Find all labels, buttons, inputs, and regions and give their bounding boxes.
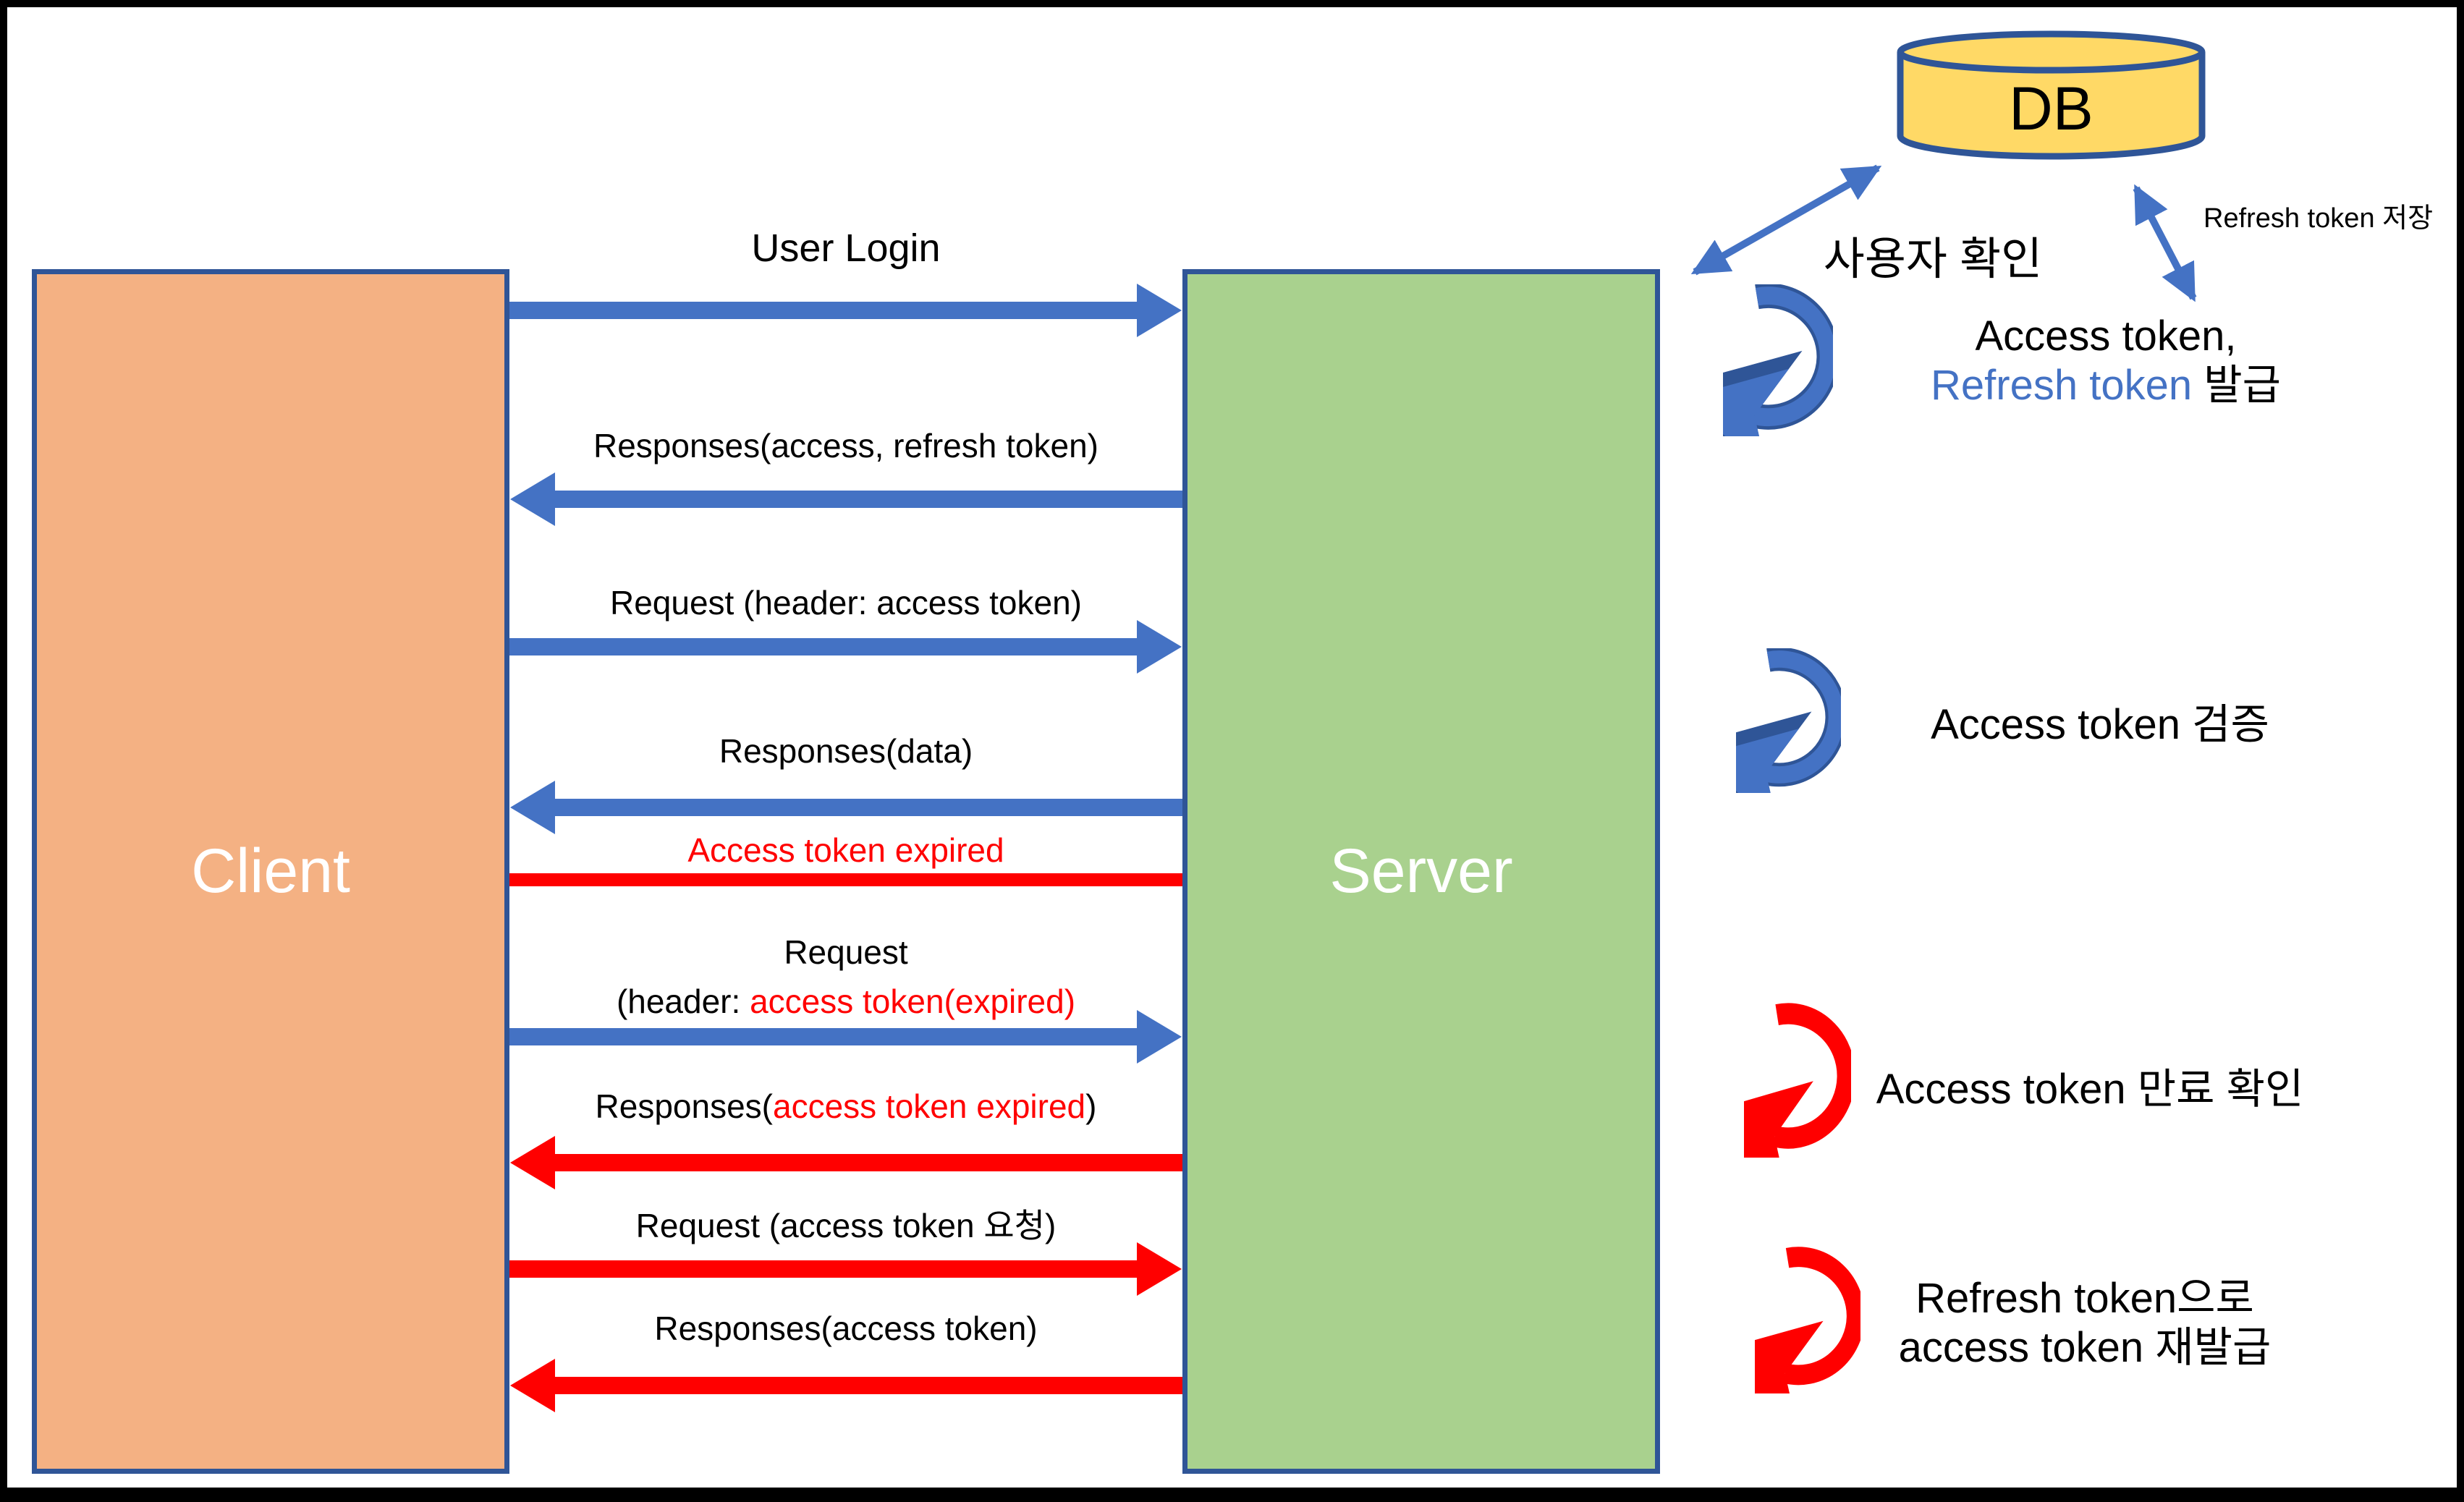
msg-resp-token-label: Responses(access token) [654, 1310, 1038, 1347]
msg-req-expired-line2: (header: access token(expired) [509, 980, 1182, 1023]
line-token-expired [509, 873, 1182, 886]
msg-resp-tokens-label: Responses(access, refresh token) [593, 427, 1098, 464]
arrow-resp-tokens [554, 491, 1182, 508]
loop-issue-tokens-icon [1723, 284, 1833, 436]
note-issue-tokens: Access token, Refresh token 발급 [1931, 312, 2281, 410]
arrow-req-token [509, 1260, 1138, 1278]
note-issue-line2-black: 발급 [2192, 362, 2281, 409]
arrow-resp-expired [554, 1154, 1182, 1171]
msg-req-expired-line1: Request [784, 933, 908, 971]
arrow-req-access [509, 638, 1138, 655]
msg-token-expired-label: Access token expired [687, 831, 1004, 869]
msg-req-expired-line2-red: access token(expired) [750, 983, 1076, 1020]
note-reissue-line1: Refresh token으로 [1915, 1275, 2254, 1322]
msg-user-login-label: User Login [751, 226, 941, 270]
db-node: DB [1897, 30, 2206, 161]
note-reissue-line2: access token 재발급 [1898, 1324, 2272, 1371]
msg-req-access-label: Request (header: access token) [609, 584, 1083, 621]
db-label: DB [2009, 75, 2093, 143]
note-issue-line2: Refresh token 발급 [1931, 361, 2281, 410]
arrow-req-expired [509, 1028, 1138, 1045]
server-node: Server [1182, 269, 1660, 1474]
note-refresh-store: Refresh token 저장 [2203, 203, 2434, 234]
arrow-resp-token [554, 1377, 1182, 1394]
db-cylinder-shape [1897, 30, 2206, 160]
loop-expire-check-icon [1744, 1003, 1851, 1158]
client-label: Client [191, 836, 350, 906]
note-issue-line1: Access token, [1975, 313, 2237, 360]
loop-verify-token-icon [1736, 648, 1841, 793]
msg-resp-expired-red: access token expired [772, 1087, 1086, 1125]
arrow-resp-data [554, 799, 1182, 816]
arrow-user-login [509, 302, 1138, 319]
msg-resp-data-label: Responses(data) [719, 732, 973, 770]
msg-resp-expired-label: Responses(access token expired) [509, 1085, 1182, 1128]
loop-reissue-token-icon [1755, 1247, 1860, 1393]
note-expire-check: Access token 만료 확인 [1876, 1066, 2304, 1113]
msg-resp-expired-prefix: Responses( [595, 1087, 773, 1125]
msg-req-expired-line2-prefix: (header: [616, 983, 750, 1020]
note-issue-line2-blue: Refresh token [1931, 362, 2193, 409]
note-user-check: 사용자 확인 [1823, 234, 2043, 284]
msg-resp-expired-suffix: ) [1085, 1087, 1097, 1125]
client-node: Client [32, 269, 509, 1474]
server-label: Server [1329, 836, 1513, 906]
note-verify-token: Access token 검증 [1931, 701, 2269, 748]
server-db-double-arrow [1690, 164, 1882, 276]
msg-req-token-label: Request (access token 요청) [635, 1207, 1057, 1244]
note-reissue-token: Refresh token으로 access token 재발급 [1899, 1274, 2272, 1372]
db-store-double-arrow [2133, 184, 2197, 302]
